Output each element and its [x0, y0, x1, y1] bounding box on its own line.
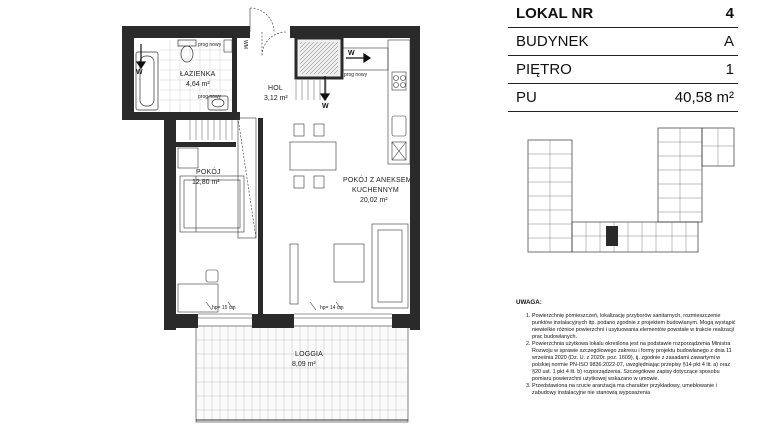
toilet [177, 39, 197, 63]
ventilation-arrows [135, 44, 372, 102]
apartment-info-table: LOKAL NR 4 BUDYNEK A PIĘTRO 1 PU 40,58 m… [508, 0, 738, 112]
info-row-building: BUDYNEK A [508, 28, 738, 56]
unit-highlight [606, 226, 618, 246]
note-item: Powierzchnię pomieszczeń, lokalizację pr… [532, 313, 738, 341]
kitchen-counter [387, 39, 411, 165]
bed [179, 175, 245, 233]
note-item: Przedstawiona na rzucie aranżacja ma cha… [532, 383, 738, 397]
bathroom-sink [207, 95, 229, 111]
info-value: 1 [725, 61, 734, 78]
note-item: Powierzchnia użytkowa lokalu określona j… [532, 341, 738, 382]
ventilation-label: W [322, 103, 329, 110]
info-value: 4 [725, 5, 734, 22]
room-name-pokoj: POKÓJ [196, 167, 221, 176]
info-value: 40,58 m² [674, 89, 734, 106]
entrance-door [249, 7, 287, 57]
hall-tile-strip [189, 80, 327, 140]
info-label: BUDYNEK [516, 33, 589, 50]
room-area-salon: 20,02 m² [360, 197, 388, 204]
floor-plan: W W W prog nowy prog nowy prog nowy WM Ł… [122, 7, 420, 423]
wardrobe [237, 117, 257, 239]
room-name-salon-2: KUCHENNYM [352, 187, 399, 194]
sill-height-label: hp= 14 cm [320, 305, 344, 311]
loggia-floor [195, 325, 409, 423]
bedroom-shelf [177, 147, 199, 169]
wm-label: WM [242, 40, 248, 49]
installation-shaft [300, 42, 338, 74]
sill-height-label: hp= 15 cm [212, 305, 236, 311]
bathroom-floor [160, 40, 232, 112]
tv-stand [289, 243, 299, 305]
desk [177, 269, 219, 313]
threshold-label: prog nowy [344, 72, 368, 78]
threshold-label: prog nowy [198, 42, 222, 48]
threshold-label: prog nowy [198, 94, 222, 100]
upper-counter [341, 47, 389, 71]
info-value: A [723, 33, 734, 50]
room-name-lazienka: ŁAZIENKA [180, 71, 216, 78]
coffee-table [333, 243, 365, 283]
info-row-floor: PIĘTRO 1 [508, 56, 738, 84]
room-name-hol: HOL [268, 85, 283, 92]
info-row-unit: LOKAL NR 4 [508, 0, 738, 28]
info-label: PIĘTRO [516, 61, 572, 78]
dining-table [289, 123, 337, 189]
room-area-loggia: 8,09 m² [292, 361, 316, 368]
ventilation-label: W [348, 50, 355, 57]
building-key-plan [527, 127, 735, 253]
room-area-lazienka: 4,64 m² [186, 81, 210, 88]
room-name-salon: POKÓJ Z ANEKSEM [343, 175, 412, 184]
bathtub [135, 51, 159, 111]
room-area-pokoj: 12,80 m² [192, 179, 220, 186]
notes-title: UWAGA: [516, 299, 542, 306]
room-area-hol: 3,12 m² [264, 95, 288, 102]
notes-list: Powierzchnię pomieszczeń, lokalizację pr… [508, 313, 738, 397]
loggia-doors [198, 301, 392, 319]
info-label: LOKAL NR [516, 5, 594, 22]
room-name-loggia: LOGGIA [295, 351, 323, 358]
info-label: PU [516, 89, 537, 106]
sofa [371, 223, 409, 309]
washing-machine [223, 39, 233, 53]
ventilation-label: W [136, 69, 143, 76]
notes-section: UWAGA: Powierzchnię pomieszczeń, lokaliz… [508, 299, 738, 397]
info-row-area: PU 40,58 m² [508, 84, 738, 112]
